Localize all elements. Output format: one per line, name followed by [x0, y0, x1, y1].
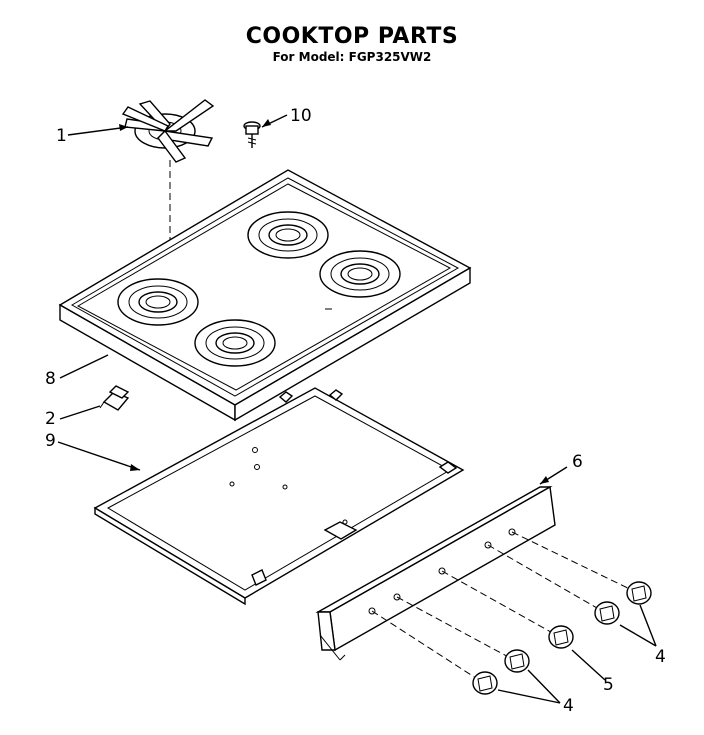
callout-9: 9: [45, 431, 56, 451]
model-subtitle: For Model: FGP325VW2: [272, 50, 432, 64]
control-knob-4: [594, 601, 620, 625]
control-knob-1: [472, 671, 498, 695]
callout-5: 5: [603, 675, 614, 695]
burner-box-part: [93, 387, 465, 606]
callout-10: 10: [290, 106, 312, 126]
control-knob-3: [548, 625, 574, 649]
control-knob-5: [626, 581, 652, 605]
page-title: COOKTOP PARTS: [245, 24, 459, 49]
burner-well-rear-left: [117, 278, 199, 326]
burner-well-front-right: [319, 250, 401, 298]
callout-1: 1: [56, 126, 67, 146]
callout-6: 6: [572, 452, 583, 472]
callout-2: 2: [45, 409, 56, 429]
burner-well-rear-right: [247, 211, 329, 259]
callout-4-right: 4: [655, 647, 666, 667]
manifold-bracket-part: [315, 485, 556, 661]
callout-8: 8: [45, 369, 56, 389]
burner-well-front-left: [194, 319, 276, 367]
callout-4-left: 4: [563, 696, 574, 716]
clip-part: [99, 385, 130, 411]
leader-lines: [57, 114, 657, 704]
cooktop-main-top: [58, 169, 472, 422]
screw-part: [243, 121, 261, 148]
control-knob-2: [504, 649, 530, 673]
burner-grate-part: [121, 99, 215, 163]
